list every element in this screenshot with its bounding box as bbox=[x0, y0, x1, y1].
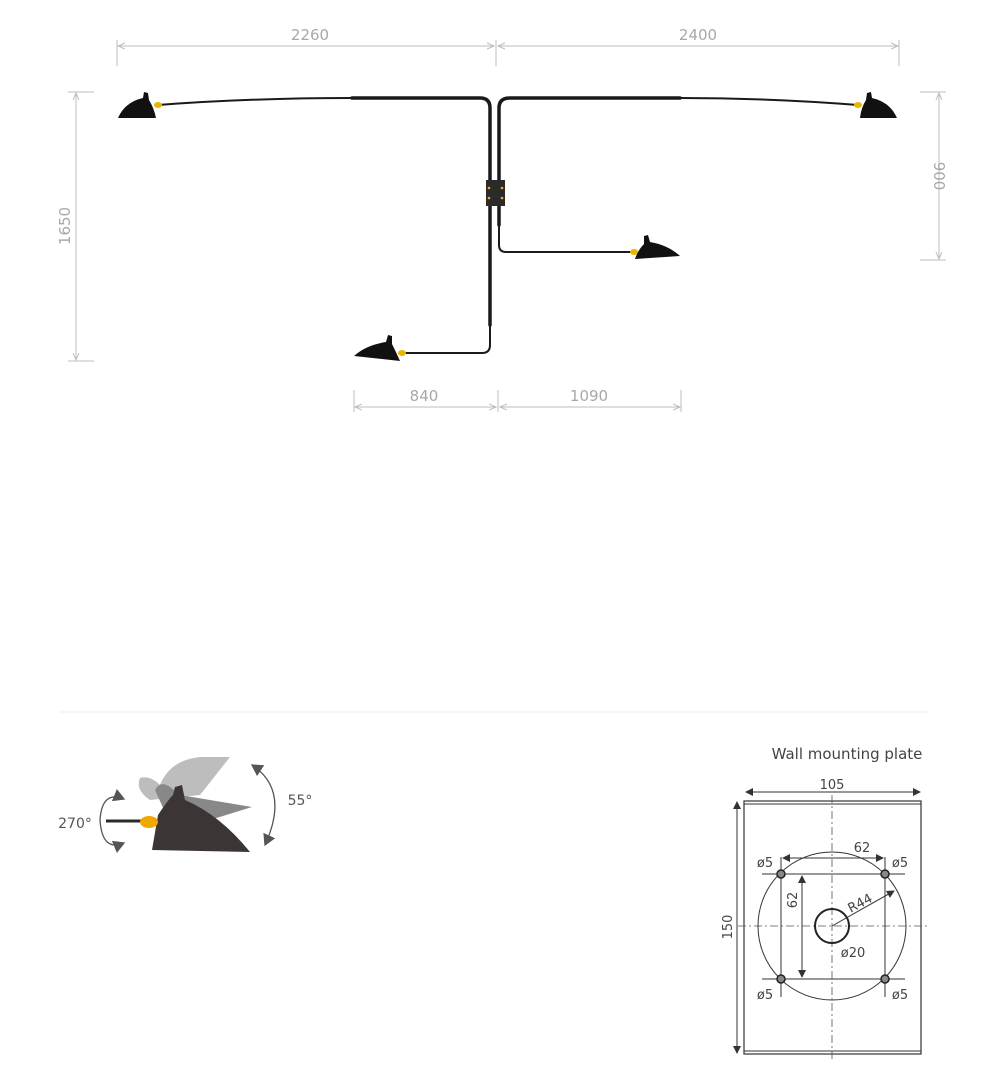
radius-label: R44 bbox=[846, 891, 876, 916]
dim-bottom-left: 840 bbox=[410, 387, 439, 405]
dim-top-right: 2400 bbox=[679, 26, 717, 44]
plate-width-label: 105 bbox=[820, 778, 845, 793]
dim-bottom-right: 1090 bbox=[570, 387, 608, 405]
hole-br-label: ø5 bbox=[892, 988, 908, 1003]
hole-tl-label: ø5 bbox=[757, 856, 773, 871]
hole-spacing-v-label: 62 bbox=[786, 892, 801, 909]
rotation-270-label: 270° bbox=[58, 816, 92, 832]
shade-top-left bbox=[118, 92, 156, 118]
mounting-plate-title: Wall mounting plate bbox=[772, 745, 923, 763]
lamp-arms bbox=[157, 96, 859, 354]
hole-spacing-h-label: 62 bbox=[854, 841, 871, 856]
dim-right-height: 900 bbox=[930, 162, 948, 191]
tilt-55-label: 55° bbox=[288, 793, 313, 809]
shade-top-right bbox=[860, 92, 897, 118]
wall-mount bbox=[486, 180, 505, 206]
shade-bottom-left bbox=[354, 335, 400, 361]
brass-joints bbox=[154, 102, 862, 356]
rotation-illustration bbox=[99, 757, 276, 853]
dim-left-height: 1650 bbox=[56, 207, 74, 245]
dim-top-left: 2260 bbox=[291, 26, 329, 44]
hole-tr-label: ø5 bbox=[892, 856, 908, 871]
plate-height-label: 150 bbox=[721, 915, 736, 940]
hole-bl-label: ø5 bbox=[757, 988, 773, 1003]
mounting-plate-drawing bbox=[733, 788, 930, 1060]
dimension-lines bbox=[68, 40, 946, 412]
lamp-shades bbox=[118, 92, 897, 361]
shade-right-middle bbox=[635, 235, 680, 259]
center-hole-label: ø20 bbox=[841, 946, 866, 961]
